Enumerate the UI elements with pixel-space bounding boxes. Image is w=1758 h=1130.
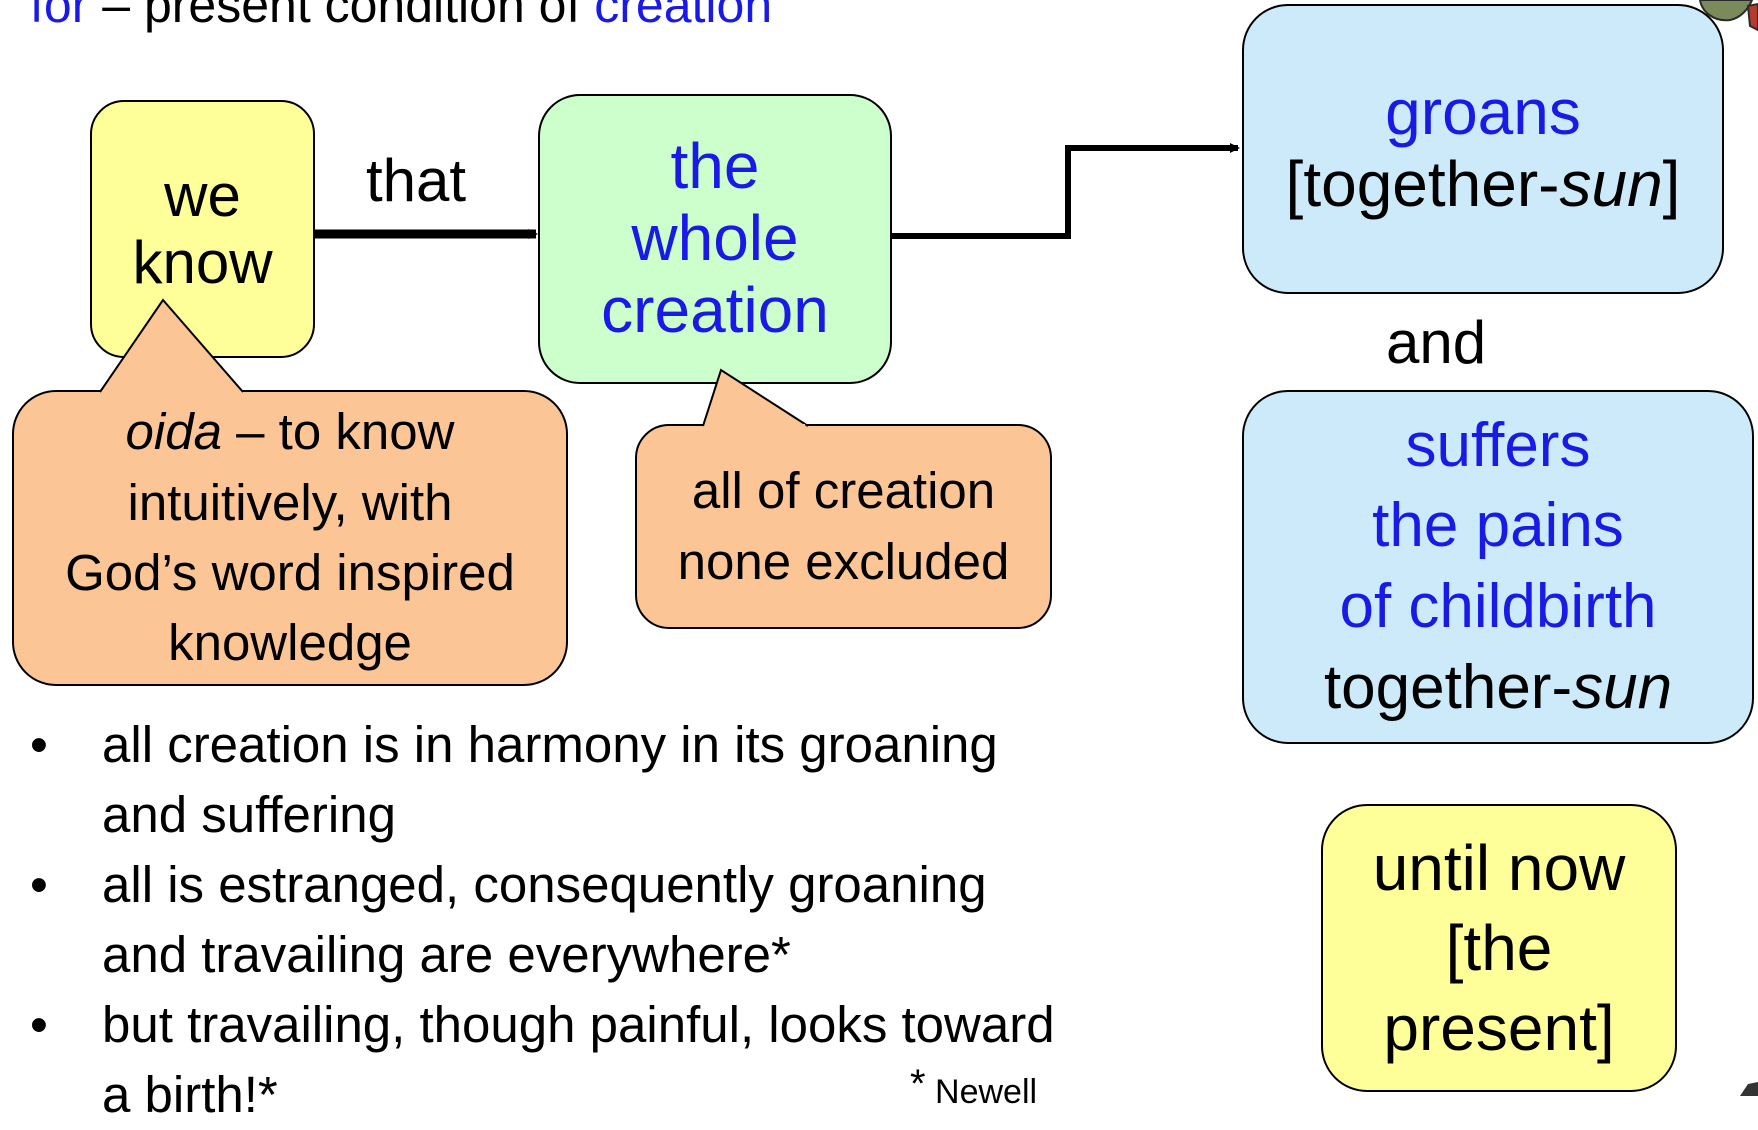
bullet-2-line1: all is estranged, consequently groaning	[102, 856, 987, 913]
all-creation-line1: all of creation	[691, 462, 996, 520]
whole-creation-line1: the	[670, 130, 760, 203]
connector-layer	[315, 143, 1240, 239]
all-creation-callout: all of creation none excluded	[635, 424, 1052, 629]
that-label: that	[366, 147, 467, 214]
bullet-item: all creation is in harmony in its groani…	[26, 710, 1226, 850]
all-creation-line2: none excluded	[677, 532, 1010, 590]
oida-line1: oida – to know	[126, 397, 455, 467]
clipart-fragment-icon	[1740, 1082, 1758, 1096]
suffers-box: suffers the pains of childbirth together…	[1242, 390, 1754, 744]
header-creation: creation	[594, 0, 773, 33]
suffers-line1: suffers	[1405, 410, 1591, 480]
oida-word: oida	[125, 403, 222, 461]
and-label: and	[1386, 309, 1487, 376]
bullet-1-line2: and suffering	[102, 786, 396, 843]
we-know-line1: we	[164, 161, 241, 229]
whole-creation-line2: whole	[631, 202, 799, 275]
groans-box: groans [together-sun]	[1242, 4, 1724, 294]
groans-sun: sun	[1559, 148, 1663, 220]
until-now-line2: [the	[1445, 912, 1553, 984]
all-creation-pointer	[702, 368, 809, 427]
bullet-1-line1: all creation is in harmony in its groani…	[102, 716, 998, 773]
header-for: for	[30, 0, 89, 33]
oida-line4: knowledge	[168, 614, 412, 672]
suffers-sun: sun	[1572, 652, 1673, 722]
oida-definition: – to know	[221, 403, 455, 461]
bullet-item: but travailing, though painful, looks to…	[26, 990, 1226, 1130]
bullet-3-line1: but travailing, though painful, looks to…	[102, 996, 1055, 1053]
oida-callout: oida – to know intuitively, with God’s w…	[12, 390, 568, 686]
bullet-item: all is estranged, consequently groaning …	[26, 850, 1226, 990]
groans-line1: groans	[1385, 76, 1581, 149]
oida-line3: God’s word inspired	[65, 544, 515, 601]
bullet-list: all creation is in harmony in its groani…	[26, 710, 1226, 1130]
until-now-line3: present]	[1383, 992, 1615, 1064]
clipart-corner-icon	[1698, 0, 1758, 32]
until-now-box: until now [the present]	[1321, 804, 1677, 1092]
slide-header: for – present condition of creation	[30, 0, 772, 34]
suffers-together: together-	[1323, 652, 1573, 722]
suffers-line2: the pains	[1372, 491, 1624, 561]
oida-pointer	[99, 298, 244, 393]
suffers-line3: of childbirth	[1339, 572, 1657, 641]
whole-creation-box: the whole creation	[538, 94, 892, 384]
whole-creation-line3: creation	[601, 273, 829, 346]
bullet-2-line2: and travailing are everywhere*	[102, 926, 791, 983]
footnote-source: Newell	[925, 1073, 1038, 1111]
groans-line2: [together-sun]	[1285, 148, 1681, 221]
arrow-to-groans	[892, 143, 1240, 239]
callout-pointer-layer	[99, 298, 809, 427]
groans-together: [together-	[1285, 148, 1560, 220]
header-dash: – present condition of	[88, 0, 595, 33]
footnote-star: *	[910, 1062, 926, 1106]
footnote: * Newell	[910, 1062, 1037, 1112]
bullet-3-line2: a birth!*	[102, 1066, 278, 1123]
suffers-line4: together-sun	[1324, 648, 1672, 729]
we-know-line2: know	[132, 229, 273, 296]
oida-line2: intuitively, with	[127, 473, 453, 531]
we-know-box: we know	[90, 100, 315, 358]
groans-bracket: ]	[1662, 148, 1681, 220]
until-now-line1: until now	[1372, 832, 1626, 904]
